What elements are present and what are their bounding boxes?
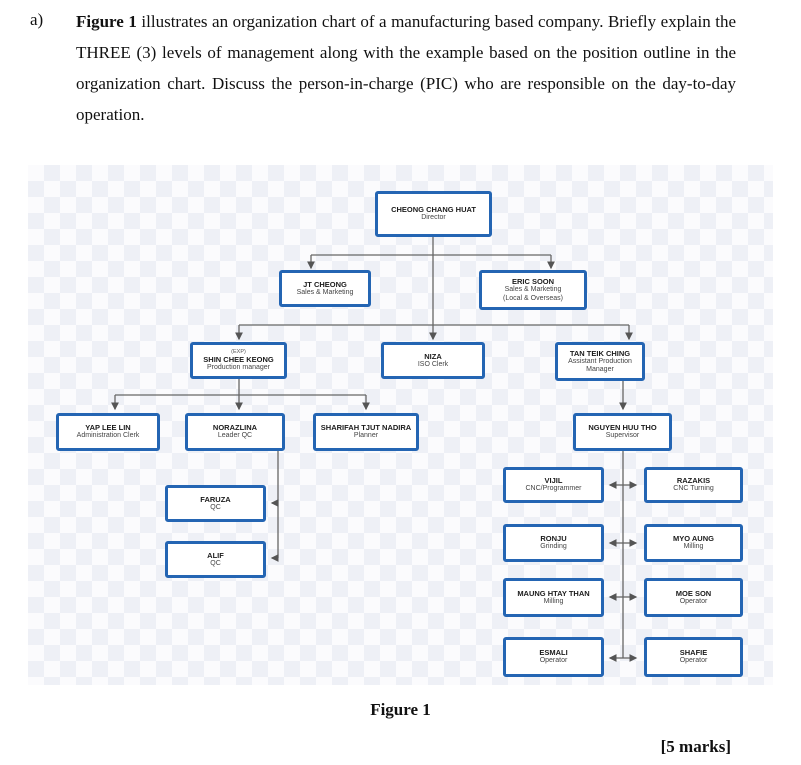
box-faruza: FARUZA QC bbox=[165, 485, 266, 522]
faruza-name: FARUZA bbox=[200, 494, 231, 504]
eric-role2: (Local & Overseas) bbox=[503, 294, 563, 302]
myo-name: MYO AUNG bbox=[673, 534, 714, 544]
niza-role: ISO Clerk bbox=[417, 360, 449, 368]
figure-caption: Figure 1 bbox=[370, 700, 431, 719]
box-moe-son: MOE SON Operator bbox=[644, 578, 743, 617]
maung-role: Milling bbox=[543, 597, 564, 605]
tan-name: TAN TEIK CHING bbox=[569, 348, 631, 358]
figure-reference: Figure 1 bbox=[76, 12, 137, 31]
shafie-role: Operator bbox=[679, 657, 708, 665]
question-body: illustrates an organization chart of a m… bbox=[76, 12, 736, 124]
norazlina-name: NORAZLINA bbox=[212, 423, 258, 433]
box-vijil: VIJIL CNC/Programmer bbox=[503, 467, 604, 503]
eric-name: ERIC SOON bbox=[511, 277, 555, 286]
yap-name: YAP LEE LIN bbox=[85, 423, 131, 433]
org-chart: CHEONG CHANG HUAT Director JT CHEONG Sal… bbox=[28, 165, 773, 685]
box-tan-teik-ching: TAN TEIK CHING Assistant Production Mana… bbox=[555, 342, 645, 381]
shafie-name: SHAFIE bbox=[679, 648, 708, 658]
shin-tag: (EXP) bbox=[231, 348, 246, 355]
question-text: Figure 1 illustrates an organization cha… bbox=[76, 6, 736, 130]
shin-role: Production manager bbox=[206, 363, 271, 371]
box-ronju: RONJU Grinding bbox=[503, 524, 604, 562]
jt-role: Sales & Marketing bbox=[296, 288, 354, 296]
sharifah-name: SHARIFAH TJUT NADIRA bbox=[320, 423, 412, 433]
box-shin-chee-keong: (EXP) SHIN CHEE KEONG Production manager bbox=[190, 342, 287, 379]
niza-name: NIZA bbox=[424, 351, 442, 361]
box-director: CHEONG CHANG HUAT Director bbox=[375, 191, 492, 237]
ronju-name: RONJU bbox=[540, 534, 567, 544]
box-shafie: SHAFIE Operator bbox=[644, 637, 743, 677]
tan-role2: Manager bbox=[586, 366, 614, 373]
ronju-role: Grinding bbox=[540, 543, 567, 551]
box-sharifah: SHARIFAH TJUT NADIRA Planner bbox=[313, 413, 419, 451]
razakis-role: CNC Turning bbox=[673, 485, 714, 493]
connector-lines bbox=[111, 237, 638, 662]
director-name: CHEONG CHANG HUAT bbox=[391, 205, 476, 215]
question-label: a) bbox=[30, 10, 44, 29]
esmali-name: ESMALI bbox=[539, 648, 568, 658]
norazlina-role: Leader QC bbox=[217, 432, 253, 440]
shin-name: SHIN CHEE KEONG bbox=[203, 354, 274, 364]
myo-role: Milling bbox=[683, 543, 704, 551]
box-maung-htay-than: MAUNG HTAY THAN Milling bbox=[503, 578, 604, 617]
esmali-role: Operator bbox=[539, 657, 568, 665]
box-yap-lee-lin: YAP LEE LIN Administration Clerk bbox=[56, 413, 160, 451]
box-jt-cheong: JT CHEONG Sales & Marketing bbox=[279, 270, 371, 307]
marks-label: [5 marks] bbox=[660, 737, 731, 756]
alif-name: ALIF bbox=[207, 550, 224, 560]
box-nguyen-huu-tho: NGUYEN HUU THO Supervisor bbox=[573, 413, 672, 451]
box-myo-aung: MYO AUNG Milling bbox=[644, 524, 743, 562]
vijil-role: CNC/Programmer bbox=[525, 485, 582, 493]
jt-name: JT CHEONG bbox=[303, 279, 347, 289]
tan-role: Assistant Production bbox=[568, 357, 632, 365]
box-alif: ALIF QC bbox=[165, 541, 266, 578]
vijil-name: VIJIL bbox=[544, 476, 563, 486]
box-eric-soon: ERIC SOON Sales & Marketing (Local & Ove… bbox=[479, 270, 587, 310]
box-norazlina: NORAZLINA Leader QC bbox=[185, 413, 285, 451]
sharifah-role: Planner bbox=[353, 432, 379, 440]
nguyen-role: Supervisor bbox=[605, 432, 640, 440]
box-razakis: RAZAKIS CNC Turning bbox=[644, 467, 743, 503]
box-niza: NIZA ISO Clerk bbox=[381, 342, 485, 379]
box-esmali: ESMALI Operator bbox=[503, 637, 604, 677]
eric-role: Sales & Marketing bbox=[504, 286, 562, 293]
nguyen-name: NGUYEN HUU THO bbox=[588, 423, 657, 433]
alif-role: QC bbox=[210, 559, 221, 567]
yap-role: Administration Clerk bbox=[76, 432, 140, 440]
faruza-role: QC bbox=[210, 503, 221, 511]
moe-role: Operator bbox=[679, 597, 708, 605]
razakis-name: RAZAKIS bbox=[676, 476, 711, 486]
maung-name: MAUNG HTAY THAN bbox=[517, 588, 590, 598]
director-role: Director bbox=[421, 214, 446, 222]
moe-name: MOE SON bbox=[675, 588, 712, 598]
